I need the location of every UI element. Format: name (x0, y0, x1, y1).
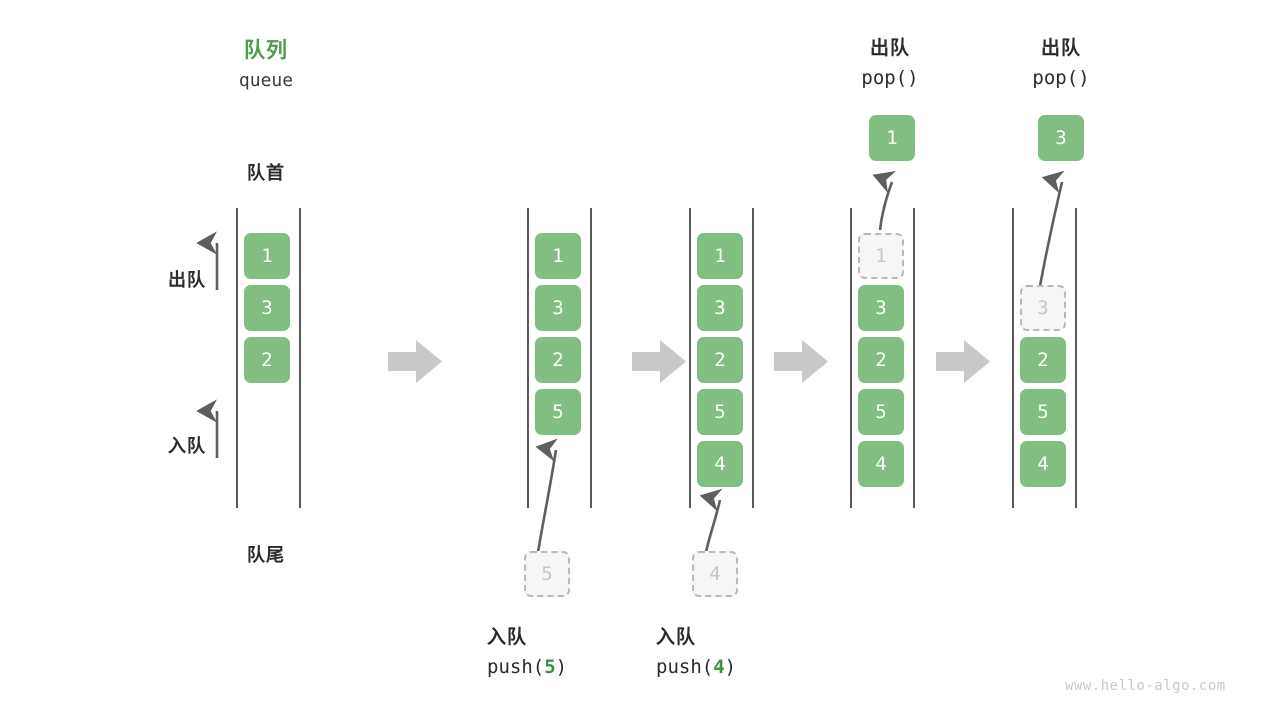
queue-cell: 2 (535, 337, 581, 383)
transition-arrow-icon (632, 340, 686, 383)
operation-code-suffix: ) (907, 67, 919, 89)
queue-cell: 4 (858, 441, 904, 487)
queue-cell: 3 (535, 285, 581, 331)
dequeue-direction-arrow-icon (196, 231, 219, 290)
operation-label-code: pop() (1016, 67, 1106, 89)
page-title-cn: 队列 (244, 38, 288, 62)
enqueue-direction-arrow-icon (196, 399, 219, 458)
operation-code-prefix: pop( (1032, 67, 1079, 89)
operation-code-suffix: ) (1078, 67, 1090, 89)
operation-label-cn: 入队 (656, 626, 697, 648)
operation-label-code: push(4) (656, 656, 816, 678)
operation-code-value: 5 (544, 656, 556, 678)
operation-code-value: 4 (713, 656, 725, 678)
queue-cell: 2 (244, 337, 290, 383)
queue-front-label: 队首 (247, 163, 285, 184)
queue-rail-left (236, 208, 238, 508)
enqueue-arrow-icon (535, 438, 558, 553)
dequeue-direction-label: 出队 (168, 270, 206, 291)
dequeue-arrow-icon (1038, 170, 1065, 287)
queue-rail-right (752, 208, 754, 508)
enqueue-direction-label: 入队 (168, 436, 206, 457)
queue-cell: 1 (697, 233, 743, 279)
queue-cell: 5 (697, 389, 743, 435)
queue-rail-left (850, 208, 852, 508)
queue-cell: 4 (1020, 441, 1066, 487)
queue-cell: 2 (697, 337, 743, 383)
operation-label-code: pop() (845, 67, 935, 89)
queue-cell: 3 (697, 285, 743, 331)
operation-code-suffix: ) (555, 656, 568, 678)
queue-cell: 1 (535, 233, 581, 279)
popped-element: 1 (869, 115, 915, 161)
queue-rail-left (1012, 208, 1014, 508)
incoming-element-ghost: 4 (692, 551, 738, 597)
operation-label-cn: 出队 (1040, 37, 1081, 59)
dequeue-arrow-icon (872, 171, 897, 231)
operation-label-cn: 入队 (487, 626, 528, 648)
operation-code-suffix: ) (724, 656, 737, 678)
outgoing-element-ghost: 1 (858, 233, 904, 279)
transition-arrow-icon (774, 340, 828, 383)
operation-label-code: push(5) (487, 656, 647, 678)
queue-rail-right (299, 208, 301, 508)
enqueue-arrow-icon (699, 488, 723, 553)
queue-cell-new: 4 (697, 441, 743, 487)
queue-rail-right (1075, 208, 1077, 508)
operation-label-cn: 出队 (869, 37, 910, 59)
queue-cell: 1 (244, 233, 290, 279)
queue-cell: 3 (244, 285, 290, 331)
queue-cell: 2 (1020, 337, 1066, 383)
outgoing-element-ghost: 3 (1020, 285, 1066, 331)
queue-cell-new: 5 (535, 389, 581, 435)
operation-code-prefix: push( (487, 656, 545, 678)
page-title-en: queue (238, 70, 294, 91)
incoming-element-ghost: 5 (524, 551, 570, 597)
watermark: www.hello-algo.com (1065, 678, 1226, 694)
queue-rear-label: 队尾 (247, 545, 285, 566)
queue-rail-left (527, 208, 529, 508)
queue-cell: 5 (858, 389, 904, 435)
operation-code-prefix: push( (656, 656, 714, 678)
queue-cell: 5 (1020, 389, 1066, 435)
popped-element: 3 (1038, 115, 1084, 161)
queue-cell: 2 (858, 337, 904, 383)
queue-rail-right (913, 208, 915, 508)
transition-arrow-icon (936, 340, 990, 383)
transition-arrow-icon (388, 340, 442, 383)
queue-rail-right (590, 208, 592, 508)
queue-rail-left (689, 208, 691, 508)
operation-code-prefix: pop( (861, 67, 908, 89)
queue-cell: 3 (858, 285, 904, 331)
